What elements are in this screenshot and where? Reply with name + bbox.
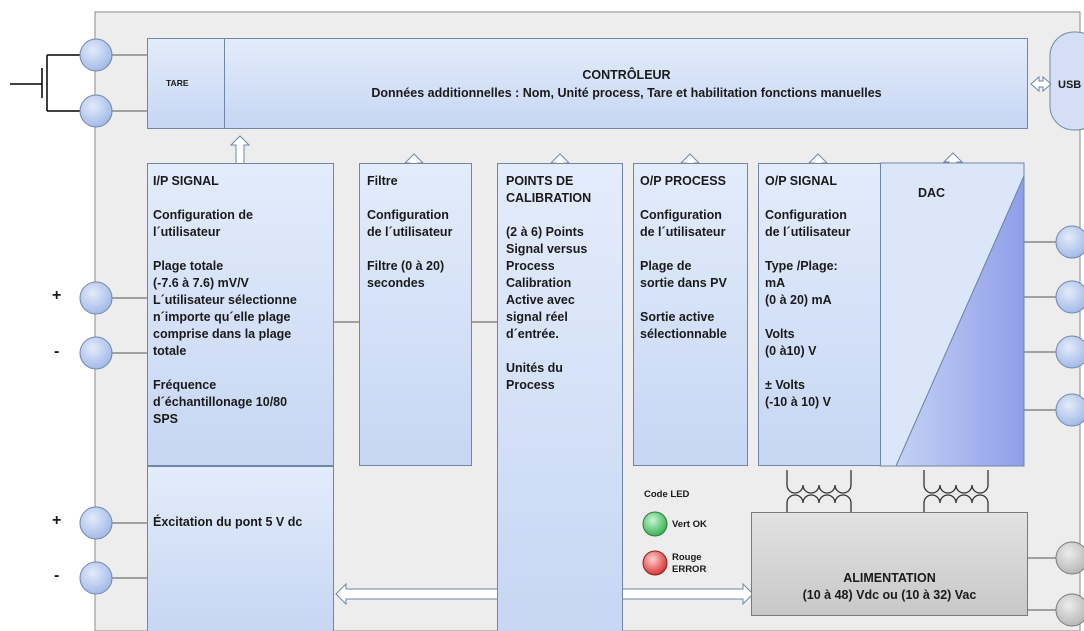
led-green-label: Vert OK (672, 519, 707, 530)
led-code-title: Code LED (644, 489, 690, 500)
dac-block (879, 162, 1025, 467)
controller-block (147, 38, 1028, 129)
sign-excitation-plus: + (52, 512, 62, 529)
terminal-tare-1 (79, 38, 113, 72)
usb-arrow (1030, 75, 1052, 93)
controller-subtitle: Données additionnelles : Nom, Unité proc… (371, 86, 882, 100)
terminal-power-2 (1055, 593, 1084, 627)
tare-divider (224, 38, 225, 129)
terminal-signal-plus (79, 281, 113, 315)
filtre-block (359, 163, 472, 466)
tare-switch (10, 54, 80, 112)
dac-label: DAC (918, 186, 946, 200)
terminal-tare-2 (79, 94, 113, 128)
usb-connector (1049, 31, 1084, 131)
op-signal-block (758, 163, 881, 466)
led-green (642, 511, 668, 537)
transformer-coils (786, 470, 989, 513)
calibration-block (497, 163, 623, 631)
terminal-out-2 (1055, 280, 1084, 314)
excitation-block (147, 466, 334, 631)
calibration-text: POINTS DE CALIBRATION (2 à 6) Points Sig… (506, 174, 592, 392)
terminal-out-3 (1055, 335, 1084, 369)
sign-signal-minus: - (54, 343, 60, 360)
alimentation-text: ALIMENTATION (10 à 48) Vdc ou (10 à 32) … (802, 571, 977, 602)
filtre-text: Filtre Configuration de l´utilisateur Fi… (367, 174, 453, 290)
tare-label: TARE (166, 78, 189, 88)
terminal-excitation-minus (79, 561, 113, 595)
alimentation-block (751, 512, 1028, 616)
led-red-label: Rouge ERROR (672, 552, 707, 575)
usb-label: USB (1058, 79, 1082, 91)
op-process-block (633, 163, 748, 466)
op-signal-text: O/P SIGNAL Configuration de l´utilisateu… (765, 174, 851, 409)
led-red (642, 550, 668, 576)
terminal-signal-minus (79, 336, 113, 370)
ip-signal-block (147, 163, 334, 466)
terminal-out-4 (1055, 393, 1084, 427)
ip-signal-text: I/P SIGNAL Configuration de l´utilisateu… (153, 174, 297, 426)
op-process-text: O/P PROCESS Configuration de l´utilisate… (640, 174, 727, 341)
terminal-power-1 (1055, 541, 1084, 575)
controller-title: CONTRÔLEUR (582, 68, 671, 82)
terminal-excitation-plus (79, 506, 113, 540)
terminal-out-1 (1055, 225, 1084, 259)
sign-excitation-minus: - (54, 567, 60, 584)
sign-signal-plus: + (52, 287, 62, 304)
excitation-text: Éxcitation du pont 5 V dc (153, 515, 303, 529)
